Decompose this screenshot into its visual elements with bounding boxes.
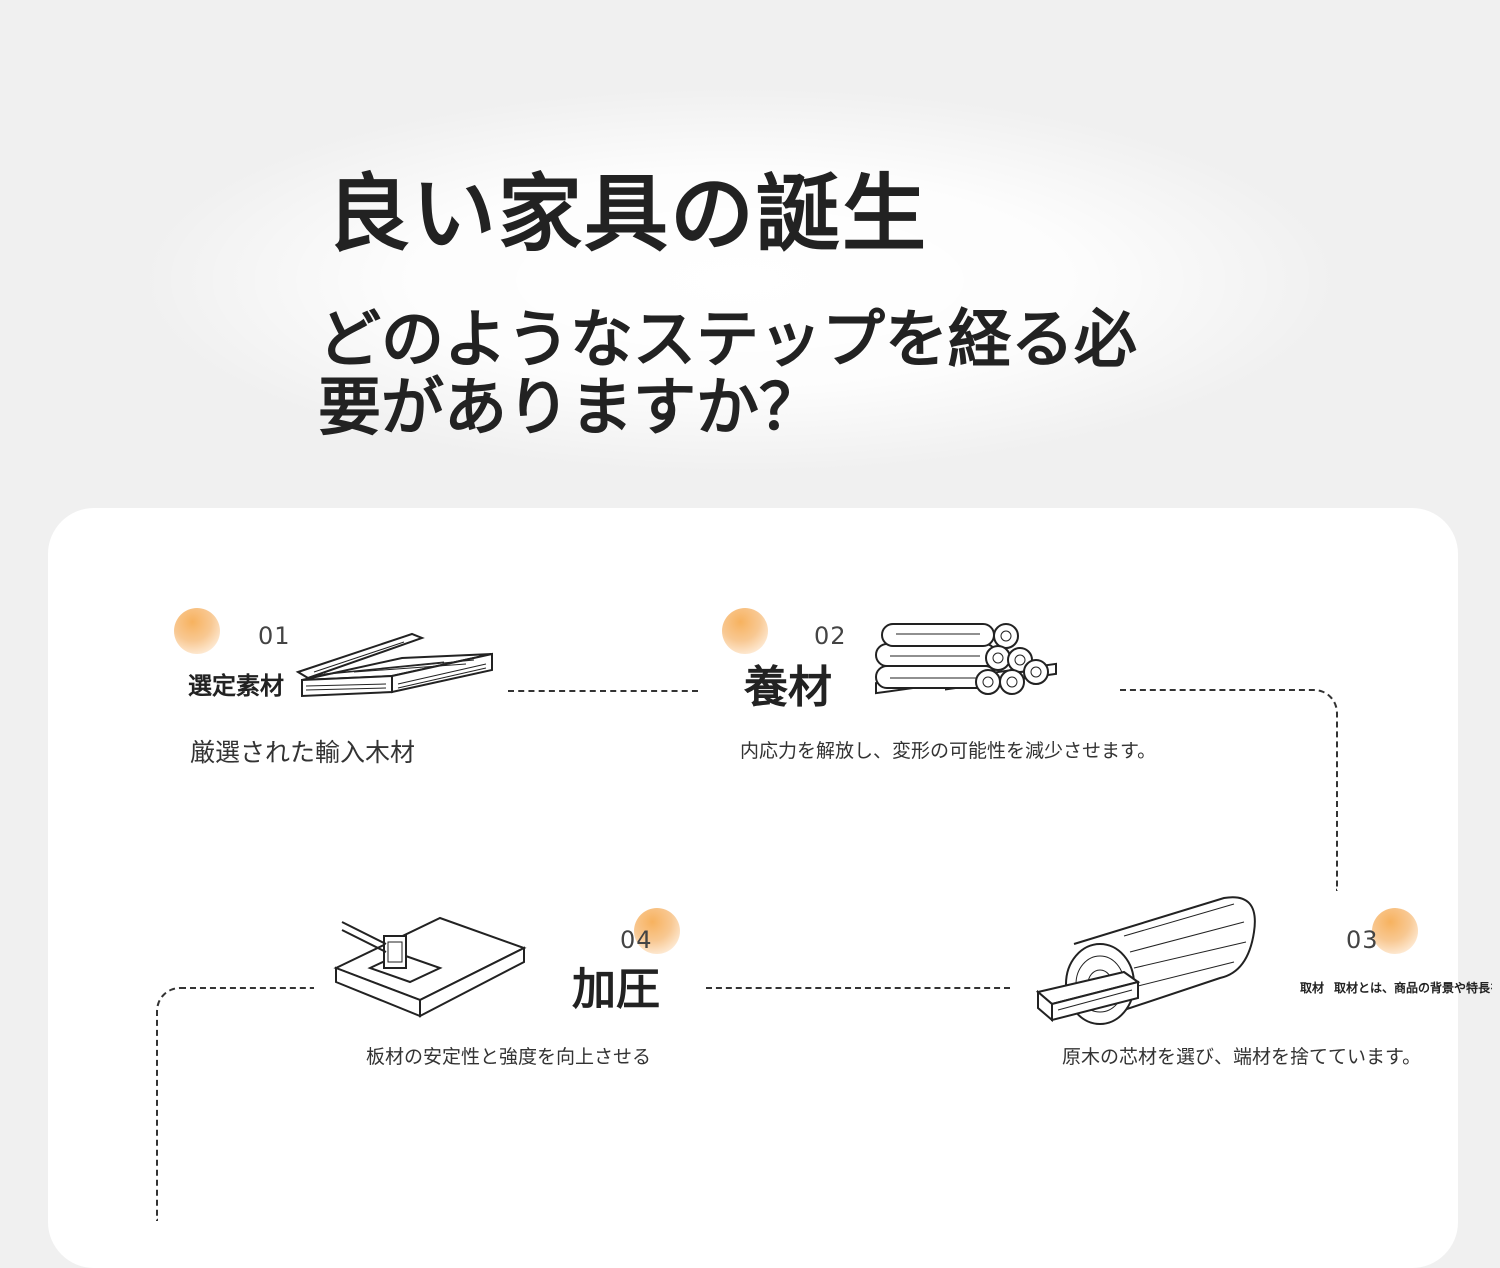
step-number: 04 — [620, 926, 653, 954]
log-cut-icon — [1035, 896, 1256, 1025]
page-title: 良い家具の誕生 — [326, 165, 929, 263]
log-pile-icon — [875, 623, 1057, 695]
step-number: 01 — [258, 622, 291, 650]
page-subtitle: どのようなステップを経る必要がありますか？ — [318, 303, 1137, 444]
step-badge — [634, 908, 680, 954]
step-title: 加圧 — [572, 964, 660, 1015]
step-title: 選定素材 — [188, 672, 284, 700]
connector-04-05 — [156, 987, 314, 1221]
press-machine-icon — [333, 916, 527, 1018]
connector-01-02 — [508, 690, 698, 692]
wood-planks-icon — [295, 632, 493, 698]
step-title: 取材 — [1300, 981, 1325, 995]
step-number: 02 — [814, 622, 847, 650]
step-number: 03 — [1346, 926, 1379, 954]
step-badge — [1372, 908, 1418, 954]
step-description: 内応力を解放し、変形の可能性を減少させます。 — [740, 740, 1157, 762]
connector-03-04 — [706, 987, 1010, 989]
step-description: 厳選された輸入木材 — [190, 738, 416, 767]
step-badge — [722, 608, 768, 654]
step-description: 原木の芯材を選び、端材を捨てています。 — [1062, 1046, 1422, 1068]
step-badge — [174, 608, 220, 654]
step-description: 板材の安定性と強度を向上させる — [366, 1046, 652, 1068]
connector-02-03 — [1120, 689, 1338, 891]
step-title: 養材 — [744, 662, 832, 713]
step-note: 取材とは、商品の背景や特長を — [1334, 981, 1492, 995]
hero-background — [150, 90, 1330, 470]
